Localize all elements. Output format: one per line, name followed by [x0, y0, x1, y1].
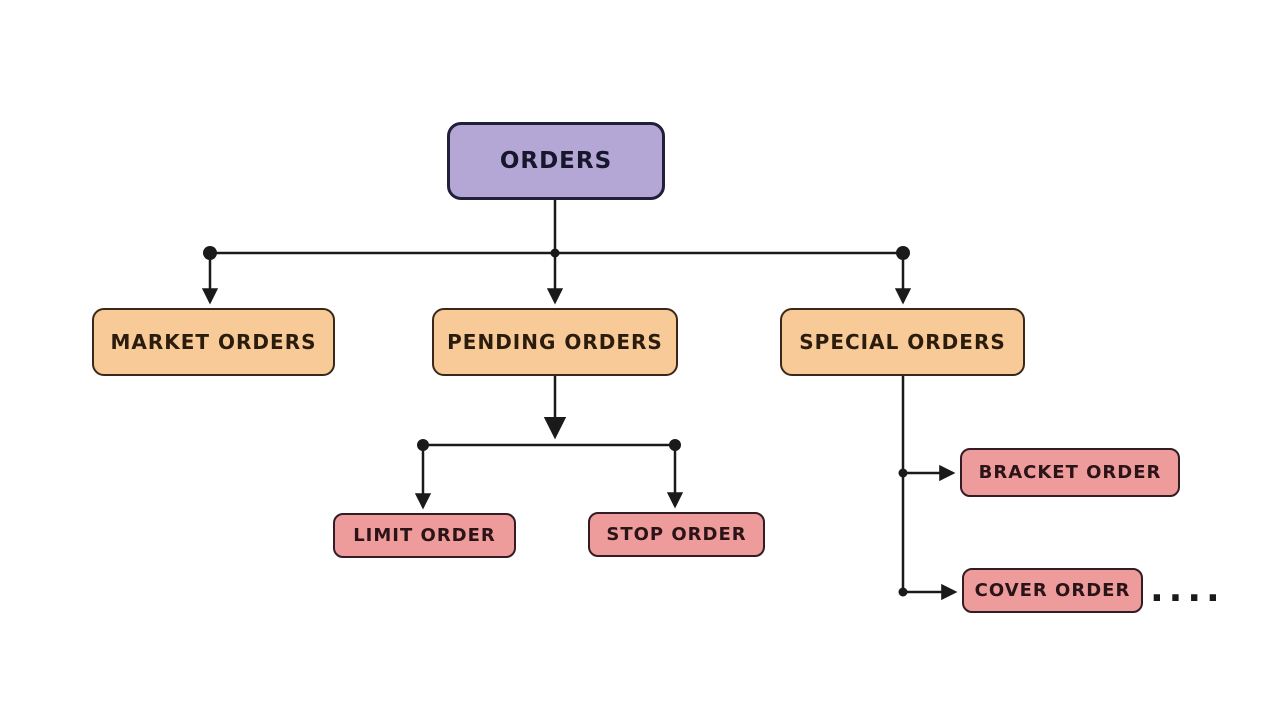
more-orders-ellipsis: ....	[1150, 569, 1225, 610]
junction-dot-bracket	[898, 468, 908, 478]
node-limit-order: LIMIT ORDER	[333, 513, 516, 558]
node-special-orders: SPECIAL ORDERS	[780, 308, 1025, 376]
junction-dot-cover	[898, 587, 908, 597]
node-orders: ORDERS	[447, 122, 665, 200]
node-cover-order: COVER ORDER	[962, 568, 1143, 613]
junction-dot-stop	[669, 439, 681, 451]
junction-dot-left	[203, 246, 217, 260]
junction-dot-center	[550, 248, 560, 258]
junction-dot-right	[896, 246, 910, 260]
node-market-orders: MARKET ORDERS	[92, 308, 335, 376]
node-pending-orders: PENDING ORDERS	[432, 308, 678, 376]
node-bracket-order: BRACKET ORDER	[960, 448, 1180, 497]
junction-dot-limit	[417, 439, 429, 451]
node-stop-order: STOP ORDER	[588, 512, 765, 557]
